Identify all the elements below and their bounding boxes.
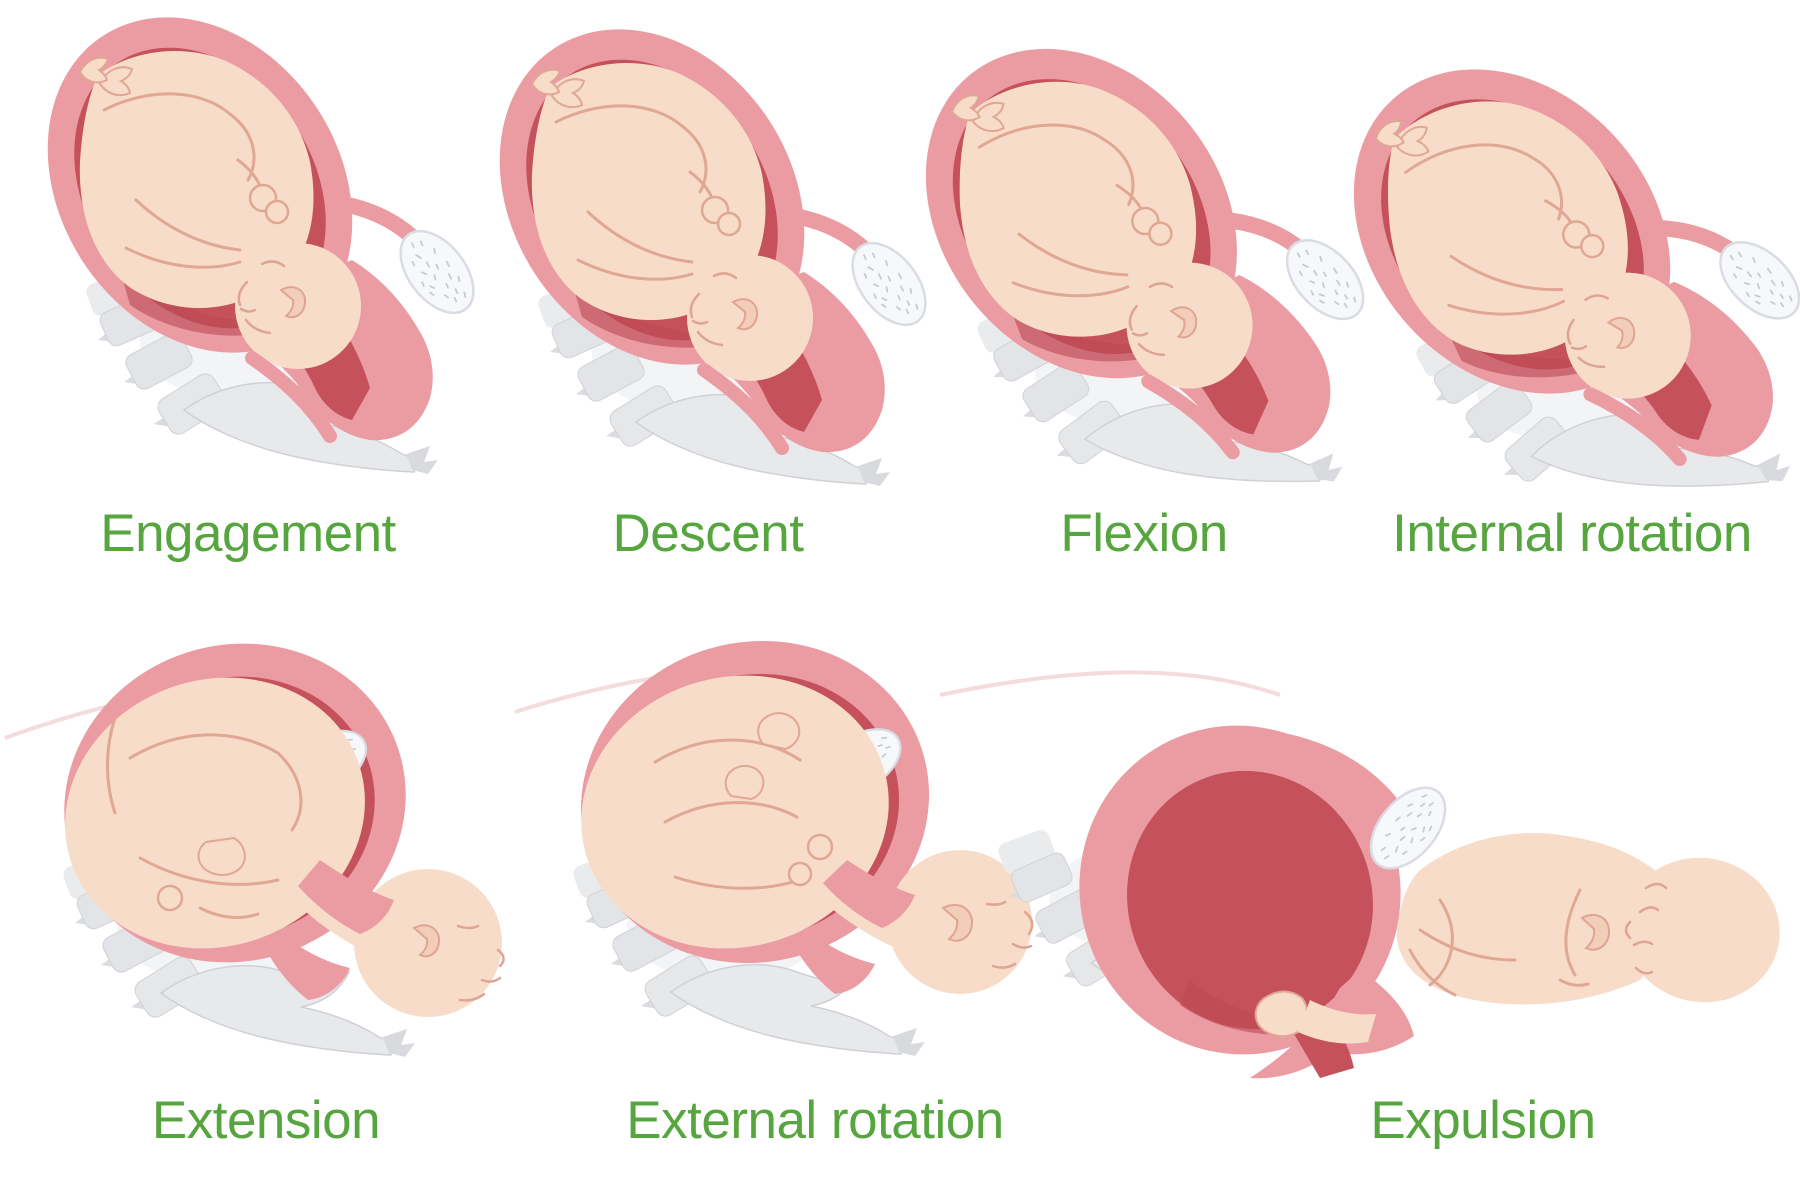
stage-label-extension: Extension [151,1091,381,1150]
stage-label-descent: Descent [612,504,804,563]
engagement-figure [0,0,488,474]
extension-figure [5,600,504,1057]
stage-label-flexion: Flexion [1060,504,1228,563]
stage-label-internal-rotation: Internal rotation [1392,504,1752,563]
external-rotation-figure [515,602,1032,1056]
descent-figure [438,0,940,486]
flexion-figure [848,0,1393,520]
stage-label-expulsion: Expulsion [1370,1091,1596,1150]
expulsion-figure [940,672,1793,1099]
stage-label-engagement: Engagement [100,504,396,563]
stage-label-external-rotation: External rotation [626,1091,1004,1150]
